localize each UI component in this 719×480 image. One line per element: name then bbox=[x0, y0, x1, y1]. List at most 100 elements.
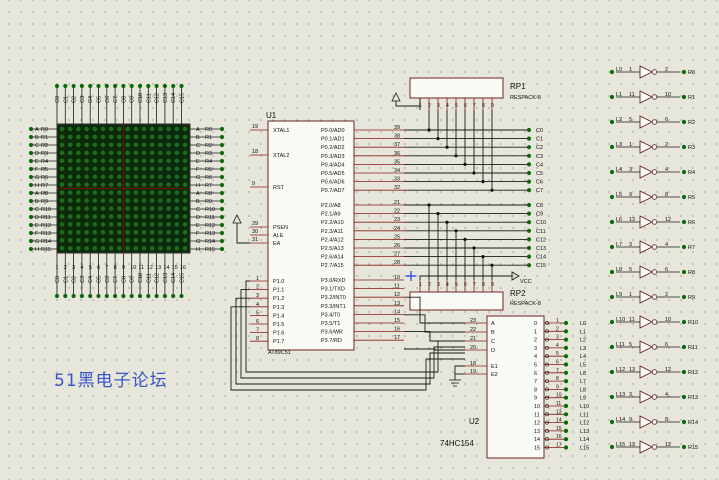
vcc-arrow-icon bbox=[391, 92, 401, 102]
u2-body[interactable] bbox=[486, 315, 545, 459]
inverter-gate[interactable] bbox=[639, 265, 658, 279]
matrix-bottom-num: 13 bbox=[155, 265, 161, 271]
matrix-left-label: R5 bbox=[41, 167, 48, 173]
net-terminal bbox=[681, 319, 687, 325]
led-dot bbox=[100, 222, 106, 227]
inverter-gate[interactable] bbox=[639, 215, 658, 229]
inverter-gate[interactable] bbox=[639, 290, 658, 304]
u2-pin-bubble bbox=[545, 354, 549, 359]
led-dot bbox=[76, 134, 81, 140]
p1-bus-wire bbox=[245, 280, 465, 373]
inverter-gate[interactable] bbox=[639, 365, 658, 379]
led-dot bbox=[149, 222, 155, 227]
row-net-label: L8 bbox=[580, 387, 586, 393]
u1-pin-name: P3.7/RD bbox=[321, 338, 342, 344]
inverter-gate[interactable] bbox=[639, 190, 658, 204]
matrix-left-label: R4 bbox=[41, 159, 48, 165]
led-dot bbox=[125, 174, 130, 179]
led-dot bbox=[100, 174, 106, 179]
led-dot bbox=[141, 238, 147, 243]
matrix-left-letter: F bbox=[35, 167, 39, 173]
u1-pin-num: 4 bbox=[256, 302, 259, 308]
inverter-bubble bbox=[651, 169, 658, 175]
u1-pin-num: 7 bbox=[256, 328, 259, 334]
matrix-pin-dot bbox=[28, 198, 34, 204]
net-terminal bbox=[609, 219, 615, 225]
inverter-gate[interactable] bbox=[639, 65, 658, 79]
matrix-left-letter: E bbox=[35, 159, 39, 165]
led-dot bbox=[84, 214, 89, 219]
inverter-pin-num: 6 bbox=[665, 267, 668, 273]
net-terminal bbox=[563, 354, 569, 359]
u2-pin-name: 2 bbox=[534, 338, 537, 344]
inverter-gate[interactable] bbox=[639, 140, 658, 154]
u2-pin-num: 11 bbox=[556, 401, 561, 407]
led-dot bbox=[84, 158, 89, 164]
rp2-body[interactable] bbox=[409, 291, 504, 311]
led-dot bbox=[149, 190, 155, 195]
led-dot bbox=[84, 126, 89, 132]
led-dot bbox=[84, 206, 89, 211]
matrix-pin-dot bbox=[162, 293, 167, 299]
matrix-right-label: R4 bbox=[205, 159, 212, 165]
u1-pin-num: 9 bbox=[252, 181, 255, 187]
inverter-pin-num: 2 bbox=[665, 67, 668, 73]
u1-pin-name: ALE bbox=[273, 233, 284, 239]
inverter-bubble bbox=[651, 194, 658, 200]
inverter-pin-num: 5 bbox=[629, 267, 632, 273]
led-dot bbox=[182, 230, 188, 235]
matrix-pin-dot bbox=[219, 222, 225, 228]
matrix-bottom-label: C11 bbox=[146, 273, 152, 283]
matrix-right-letter: E bbox=[196, 159, 200, 165]
matrix-left-label: R1 bbox=[41, 135, 48, 141]
led-matrix[interactable] bbox=[56, 123, 191, 254]
inverter-gate[interactable] bbox=[639, 340, 658, 354]
col-net-label: C4 bbox=[536, 162, 543, 168]
led-dot bbox=[108, 166, 114, 172]
matrix-pin-dot bbox=[129, 83, 134, 89]
net-terminal bbox=[681, 144, 687, 150]
led-dot bbox=[182, 190, 188, 195]
led-dot bbox=[67, 190, 73, 195]
inverter-triangle bbox=[639, 165, 654, 179]
inverter-gate[interactable] bbox=[639, 115, 658, 129]
u1-pin-name: P2.6/A14 bbox=[321, 255, 344, 261]
net-terminal bbox=[563, 370, 569, 375]
matrix-right-letter: B bbox=[196, 199, 200, 205]
rp1-pin-num: 5 bbox=[455, 103, 458, 109]
inverter-gate[interactable] bbox=[639, 90, 658, 104]
u1-pin-name: P3.2/INT0 bbox=[321, 295, 346, 301]
inverter-bubble bbox=[651, 119, 658, 125]
inverter-gate[interactable] bbox=[639, 315, 658, 329]
matrix-left-letter: D bbox=[35, 151, 39, 157]
net-terminal bbox=[609, 194, 615, 200]
inverter-pin-num: 2 bbox=[665, 292, 668, 298]
led-dot bbox=[92, 134, 98, 140]
u1-pin-name: P0.6/AD6 bbox=[321, 180, 345, 186]
inverter-gate[interactable] bbox=[639, 165, 658, 179]
matrix-pin-dot bbox=[104, 83, 109, 89]
led-dot bbox=[117, 174, 122, 179]
u2-pin-bubble bbox=[545, 370, 549, 375]
inverter-in-label: L13 bbox=[616, 392, 625, 398]
inverter-gate[interactable] bbox=[639, 240, 658, 254]
led-dot bbox=[166, 182, 171, 187]
net-terminal bbox=[681, 394, 687, 400]
inverter-gate[interactable] bbox=[639, 390, 658, 404]
matrix-pin-dot bbox=[28, 166, 34, 172]
led-dot bbox=[133, 222, 139, 227]
rp1-body[interactable] bbox=[409, 77, 504, 99]
matrix-pin-dot bbox=[63, 83, 68, 89]
inverter-pin-num: 3 bbox=[629, 392, 632, 398]
inverter-out-label: R11 bbox=[688, 345, 698, 351]
matrix-pin-dot bbox=[154, 293, 159, 299]
u1-pin-num: 5 bbox=[256, 310, 259, 316]
led-dot bbox=[117, 206, 122, 211]
u1-at89c51[interactable] bbox=[267, 120, 355, 351]
led-dot bbox=[108, 198, 114, 203]
inverter-gate[interactable] bbox=[639, 440, 658, 454]
matrix-pin-dot bbox=[96, 83, 101, 89]
wire-junction bbox=[445, 220, 449, 224]
inverter-gate[interactable] bbox=[639, 415, 658, 429]
